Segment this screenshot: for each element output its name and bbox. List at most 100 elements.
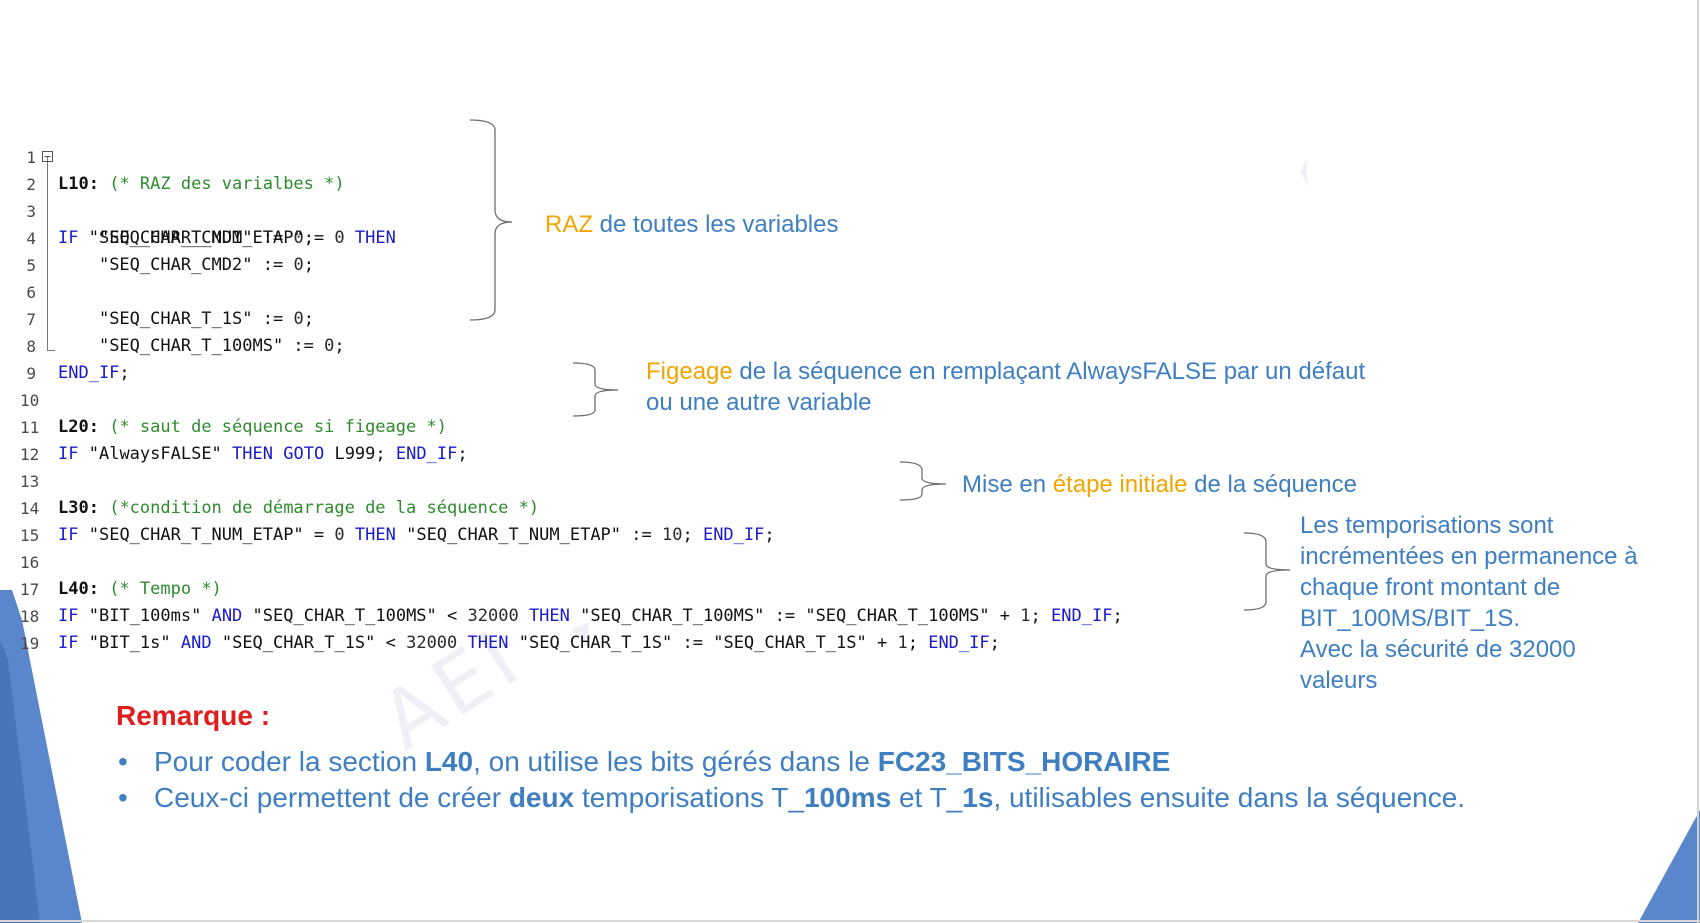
terminator: ; [303,228,314,248]
number: 32000 [467,606,519,626]
note-text: de la séquence [1187,471,1357,498]
keyword: THEN [354,525,396,545]
bullet-text: et T_ [891,782,963,813]
code-line: 1 L10: (* RAZ des varialbes *) [0,117,1260,194]
line-number: 17 [20,580,40,599]
note-etape: Mise en étape initiale de la séquence [962,469,1357,500]
operator: + [866,633,898,653]
code-string: "SEQ_CHAR_T_NUM_ETAP" [406,525,622,545]
note-text: de la séquence en remplaçant AlwaysFALSE… [732,358,1366,385]
code-label: L40: [58,579,99,599]
code-string: "SEQ_CHAR_CMD2" [98,255,253,275]
number: 0 [293,228,304,248]
code-line: 3 "SEQ_CHAR_CMD1" := 0; [0,171,1260,248]
note-line: Avec la sécurité de 32000 [1300,636,1576,663]
code-text: IF "BIT_100ms" AND "SEQ_CHAR_T_100MS" < … [58,603,1123,630]
line-number: 18 [20,607,40,626]
terminator: ; [457,444,468,464]
code-line: 8 END_IF; [0,306,1260,383]
right-accent-shape [1638,810,1700,923]
line-number: 2 [26,175,36,194]
keyword: END_IF [928,633,990,653]
bullet-item: • Pour coder la section L40, on utilise l… [118,744,1465,780]
keyword: IF [58,633,79,653]
note-text: Mise en [962,471,1053,498]
number: 0 [324,336,335,356]
line-number: 14 [20,499,40,518]
code-text: "SEQ_CHAR_T_100MS" := 0; [58,333,345,360]
code-line: 6 "SEQ_CHAR_T_1S" := 0; [0,252,1260,329]
bullet-bold: 1s [962,782,994,813]
operator: = [303,525,335,545]
note-raz: RAZ de toutes les variables [545,209,838,240]
code-string: "SEQ_CHAR_T_NUM_ETAP" [88,525,304,545]
code-line: 13 L30: (*condition de démarrage de la s… [0,441,1260,518]
code-line: 9 [0,333,1260,383]
code-line: 4 "SEQ_CHAR_CMD2" := 0; [0,198,1260,275]
code-text: "SEQ_CHAR_CMD1" := 0; [58,225,314,252]
code-label: L30: [58,498,99,518]
bracket-figeage [572,362,619,417]
terminator: ; [303,255,314,275]
bullet-dot: • [118,746,128,777]
terminator: ; [119,363,130,383]
keyword: IF [58,444,79,464]
bracket-tempo [1243,532,1291,611]
operator: := [252,255,294,275]
bullet-dot: • [118,782,128,813]
code-line: 2 − IF "SEQ_CHAR_T_NUM_ETAP" = 0 THEN [0,144,1260,248]
code-text: END_IF; [58,360,130,387]
code-string: "SEQ_CHAR_T_100MS" [98,336,284,356]
line-number: 15 [20,526,40,545]
number: 1 [1020,606,1031,626]
remark-bullets: • Pour coder la section L40, on utilise l… [118,744,1465,816]
note-figeage: Figeage de la séquence en remplaçant Alw… [646,356,1365,418]
bracket-raz [469,119,513,321]
code-line: 16 L40: (* Tempo *) [0,522,1260,599]
line-number: 4 [26,229,36,248]
bullet-text: , on utilise les bits gérés dans le [473,746,878,777]
bullet-text: Pour coder la section [154,746,425,777]
operator: < [436,606,468,626]
keyword: THEN [232,444,273,464]
line-number: 10 [20,391,40,410]
bullet-bold: 100ms [803,782,892,813]
note-highlight: Figeage [646,358,733,385]
note-tempo: Les temporisations sont incrémentées en … [1300,510,1638,696]
operator: := [283,336,325,356]
line-number: 3 [26,202,36,221]
watermark-mark [1300,160,1308,186]
code-string: "SEQ_CHAR_T_1S" [221,633,376,653]
terminator: ; [764,525,775,545]
separator: ; [682,525,703,545]
note-line: BIT_100MS/BIT_1S. [1300,605,1521,632]
code-line: 14 IF "SEQ_CHAR_T_NUM_ETAP" = 0 THEN "SE… [0,468,1260,545]
keyword: END_IF [702,525,765,545]
operator: := [252,228,294,248]
keyword: AND [180,633,212,653]
separator: ; [907,633,929,653]
fold-collapse-icon[interactable]: − [42,151,53,162]
keyword: AND [211,606,243,626]
terminator: ; [1112,606,1123,626]
operator: := [764,606,806,626]
terminator: ; [303,309,314,329]
keyword: IF [58,228,79,248]
code-text: "SEQ_CHAR_CMD2" := 0; [58,252,314,279]
bullet-text: Ceux-ci permettent de créer [154,782,509,813]
code-line: 18 IF "BIT_1s" AND "SEQ_CHAR_T_1S" < 320… [0,576,1260,653]
code-label: L20: [58,417,99,437]
operator: := [672,633,714,653]
code-line: 10 L20: (* saut de séquence si figeage *… [0,360,1260,437]
keyword: IF [58,525,79,545]
line-number: 12 [20,445,40,464]
line-number: 6 [26,283,36,302]
operator: = [303,228,335,248]
keyword: END_IF [395,444,458,464]
code-string: "SEQ_CHAR_T_1S" [713,633,867,653]
bullet-bold: L40 [424,746,474,777]
code-line: 5 [0,225,1260,275]
remark-title: Remarque : [116,700,271,731]
code-line: 12 [0,414,1260,464]
